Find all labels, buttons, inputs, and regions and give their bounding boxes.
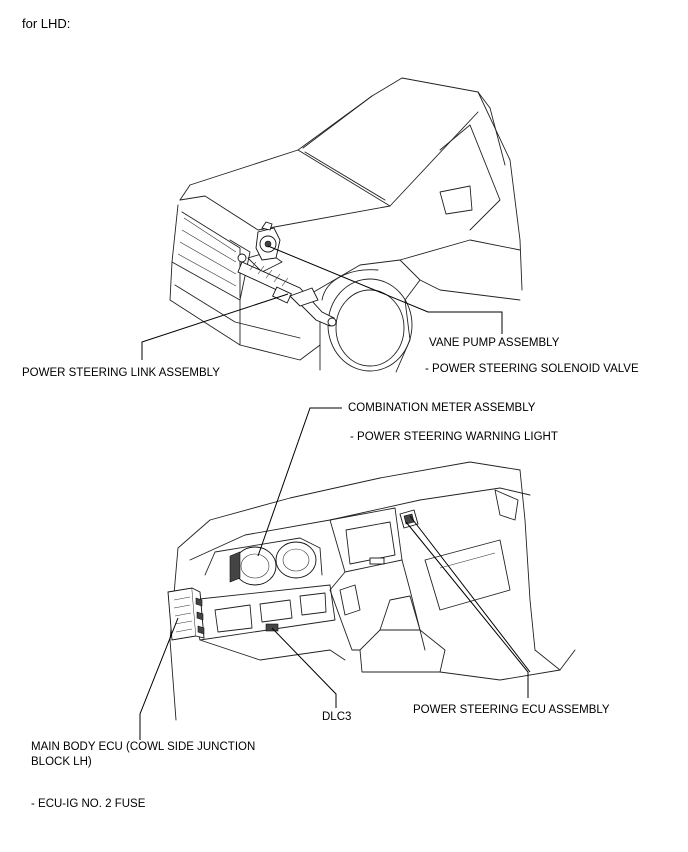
dlc3-leader: [271, 627, 337, 708]
power-steering-ecu-part: [399, 509, 419, 529]
combination-meter-leader: [257, 407, 342, 557]
vane-pump-label: VANE PUMP ASSEMBLY: [429, 337, 560, 349]
vehicle-illustration: [169, 77, 523, 373]
ps-ecu-leader-a: [405, 521, 529, 698]
power-steering-link-assembly-part: [237, 253, 337, 327]
link-assembly-label: POWER STEERING LINK ASSEMBLY: [22, 367, 220, 379]
dlc3-part: [265, 623, 279, 632]
dlc3-label: DLC3: [322, 711, 352, 723]
main-body-ecu-part: [167, 587, 205, 641]
diagram-heading: for LHD:: [22, 16, 71, 31]
main-body-ecu-leader: [139, 617, 179, 740]
link-assembly-leader: [141, 293, 289, 360]
ps-ecu-leader-b: [409, 515, 531, 673]
vane-pump-assembly-part: [255, 221, 281, 261]
main-body-ecu-label-line2: BLOCK LH): [31, 756, 92, 768]
combination-meter-label: COMBINATION METER ASSEMBLY: [348, 402, 536, 414]
instrument-panel-illustration: [169, 461, 576, 721]
vane-pump-leader: [267, 245, 503, 334]
solenoid-valve-label: - POWER STEERING SOLENOID VALVE: [425, 363, 639, 375]
ecu-ig-fuse-label: - ECU-IG NO. 2 FUSE: [31, 798, 146, 810]
main-body-ecu-label-line1: MAIN BODY ECU (COWL SIDE JUNCTION: [31, 741, 256, 753]
ps-ecu-label: POWER STEERING ECU ASSEMBLY: [413, 704, 610, 716]
warning-light-label: - POWER STEERING WARNING LIGHT: [350, 431, 558, 443]
